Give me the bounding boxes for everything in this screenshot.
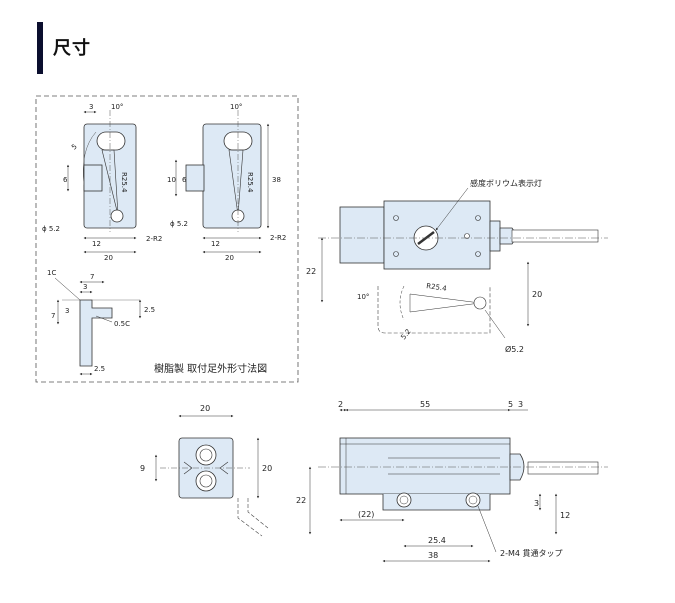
bf-dim-r2: 2-R2 [146,235,162,243]
bs-dim-12: 12 [211,240,220,248]
ss-dim-2: 2 [338,400,343,409]
sensor-end-view [154,414,269,537]
bl-dim-25b: 2.5 [94,365,105,373]
st-dim-10deg: 10° [357,293,369,301]
ss-dim-55: 55 [420,400,430,409]
ss-tap-label: 2-M4 貫通タップ [500,548,563,558]
ss-dim-22p: (22) [358,510,374,519]
bf-dim-3: 3 [89,103,93,111]
ss-dim-22: 22 [296,496,306,505]
bracket-l-section [54,277,142,376]
bl-dim-3: 3 [83,283,87,291]
bs-dim-10: 10 [167,176,176,184]
bl-dim-1c: 1C [47,269,56,277]
bl-dim-3b: 3 [65,307,69,315]
bracket-front-view [66,110,137,254]
st-dim-20: 20 [532,290,542,299]
bl-dim-7b: 7 [51,312,55,320]
bf-dim-6: 6 [63,176,68,184]
ss-dim-3: 3 [518,400,523,409]
ss-dim-5: 5 [508,400,513,409]
bs-dim-10deg: 10° [230,103,242,111]
ss-dim-12: 12 [560,511,570,520]
ss-dim-3b: 3 [534,499,539,508]
bracket-caption: 樹脂製 取付足外形寸法図 [154,362,267,375]
ev-dim-20h: 20 [262,464,272,473]
bs-dim-dia: ϕ 5.2 [170,220,188,228]
bl-dim-7a: 7 [90,273,94,281]
bs-dim-r25: R25.4 [246,172,254,193]
ev-dim-20w: 20 [200,404,210,413]
ev-dim-9: 9 [140,464,145,473]
bs-dim-38: 38 [272,176,281,184]
bs-dim-20: 20 [225,254,234,262]
ss-dim-38: 38 [428,551,438,560]
st-dim-22: 22 [306,267,316,276]
ss-dim-254: 25.4 [428,536,446,545]
bracket-side-view [174,110,270,254]
bs-dim-r2: 2-R2 [270,234,286,242]
st-dim-r25: R25.4 [426,282,448,293]
st-dim-dia: Ø5.2 [505,344,524,354]
st-dim-52: 5.2 [399,328,412,342]
bf-dim-dia: ϕ 5.2 [42,225,60,233]
sensor-side-view [308,408,608,563]
sensor-top-view [318,187,608,339]
bracket-drawing-frame [35,95,299,383]
sensor-indicator-label: 感度ボリウム表示灯 [470,178,542,188]
page-title: 尺寸 [53,38,91,59]
bf-dim-r25: R25.4 [120,172,128,193]
bs-dim-6: 6 [182,176,187,184]
bf-dim-5: 5 [70,143,79,152]
bf-dim-10deg: 10° [111,103,123,111]
bf-dim-12: 12 [92,240,101,248]
bf-dim-20: 20 [104,254,113,262]
bl-dim-25a: 2.5 [144,306,155,314]
title-accent-bar [37,22,43,74]
bl-dim-05c: 0.5C [114,320,130,328]
